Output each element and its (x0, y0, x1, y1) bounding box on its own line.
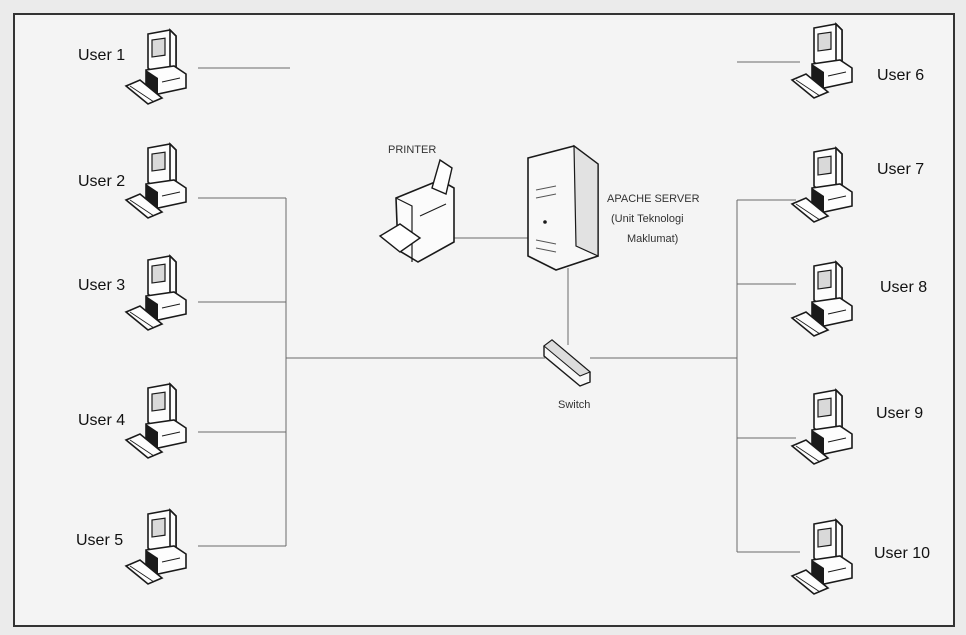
user-4-label: User 4 (78, 412, 125, 429)
user-10-label: User 10 (874, 545, 930, 562)
server-icon (527, 144, 599, 271)
user-8-label: User 8 (880, 279, 927, 296)
printer-icon (378, 158, 455, 263)
user-1-label: User 1 (78, 47, 125, 64)
user-9-label: User 9 (876, 405, 923, 422)
server-label-line1: APACHE SERVER (607, 193, 700, 205)
switch-label: Switch (558, 399, 590, 411)
switch-icon (543, 339, 591, 387)
user-5-label: User 5 (76, 532, 123, 549)
user-7-label: User 7 (877, 161, 924, 178)
user-2-label: User 2 (78, 173, 125, 190)
server-label-line3: Maklumat) (627, 233, 678, 245)
printer-label: PRINTER (388, 144, 436, 156)
user-3-label: User 3 (78, 277, 125, 294)
user-6-label: User 6 (877, 67, 924, 84)
server-label-line2: (Unit Teknologi (611, 213, 684, 225)
network-wires (198, 61, 800, 553)
